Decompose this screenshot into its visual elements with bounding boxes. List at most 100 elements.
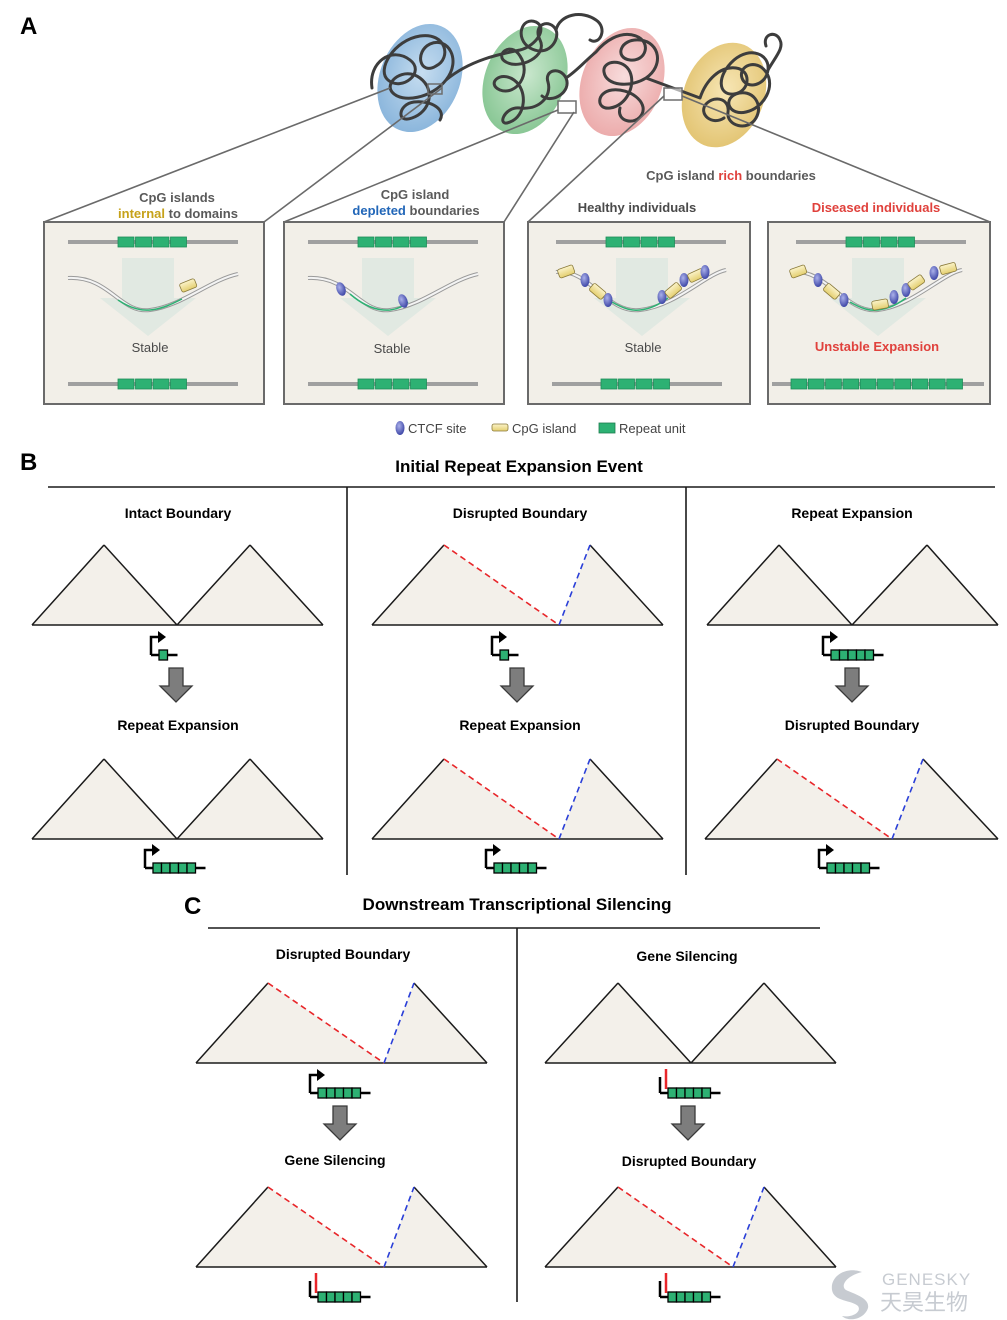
cpg-island	[179, 278, 198, 293]
tad-edge	[763, 982, 837, 1064]
tad-edge	[589, 544, 664, 626]
disrupted-edge-red	[267, 982, 385, 1064]
tad-edge	[249, 758, 324, 840]
promoter-arrowhead-icon	[152, 844, 160, 856]
legend: CTCF site CpG island Repeat unit	[395, 421, 686, 436]
panel-b-column-1: Intact Boundary Repeat Expansion	[31, 505, 324, 874]
gene-promoter	[308, 1069, 371, 1099]
repeat-unit	[152, 862, 163, 874]
tad-right	[177, 545, 323, 625]
ctcf-site	[398, 294, 408, 308]
repeat-row-bottom	[357, 378, 427, 390]
tad-pair	[371, 544, 664, 626]
repeat-unit	[317, 1291, 328, 1303]
tad-edge	[763, 1186, 837, 1268]
legend-ctcf-icon	[395, 421, 405, 435]
tad-right	[892, 759, 998, 839]
repeat-unit	[351, 1291, 362, 1303]
watermark: GENESKY 天昊生物	[831, 1270, 970, 1320]
arrow-shape	[158, 667, 194, 703]
disrupted-edge-blue	[383, 982, 415, 1064]
tad-edge	[31, 544, 105, 626]
arrow-shape	[670, 1105, 706, 1141]
tad-edge	[103, 758, 178, 840]
panel-c-title: Downstream Transcriptional Silencing	[363, 895, 672, 914]
repeat-unit	[843, 862, 854, 874]
disrupted-edge-blue	[891, 758, 924, 840]
box-diseased: Unstable Expansion	[767, 221, 991, 405]
column-bottom-label: Repeat Expansion	[459, 717, 580, 733]
boundary-box-2	[663, 87, 683, 101]
internal-heading-line1: CpG islands	[139, 190, 215, 205]
column-bottom-label: Disrupted Boundary	[785, 717, 920, 733]
repeat-unit	[342, 1087, 353, 1099]
tad-right	[177, 759, 323, 839]
repeat-unit	[845, 236, 863, 248]
repeat-unit	[692, 1087, 703, 1099]
disrupted-edge-blue	[558, 758, 591, 840]
legend-cpg-label: CpG island	[512, 421, 576, 436]
promoter-arrow-icon	[821, 635, 831, 655]
column-top-label: Intact Boundary	[125, 505, 232, 521]
legend-repeat-icon	[598, 422, 616, 434]
repeat-unit	[692, 1291, 703, 1303]
repeat-row-bottom	[600, 378, 670, 390]
tad-left	[545, 983, 691, 1063]
tad-edge	[690, 982, 765, 1064]
repeat-unit	[152, 378, 170, 390]
repeat-unit	[170, 378, 187, 390]
promoter-arrow-icon	[484, 848, 494, 868]
repeat-row-expanded	[790, 378, 963, 390]
column-bottom-label: Gene Silencing	[284, 1152, 385, 1168]
repeat-unit	[501, 862, 512, 874]
chromatin-fiber	[370, 19, 772, 128]
repeat-row-top	[117, 236, 187, 248]
legend-repeat-label: Repeat unit	[619, 421, 686, 436]
repeat-unit	[510, 862, 521, 874]
repeat-unit	[838, 649, 849, 661]
arrow-shape	[322, 1105, 358, 1141]
repeat-row-top	[845, 236, 915, 248]
tad-left	[196, 983, 384, 1063]
tad-right	[733, 1187, 836, 1267]
repeat-unit	[152, 236, 170, 248]
tad-edge	[544, 1186, 619, 1268]
repeat-unit	[911, 378, 929, 390]
repeat-unit	[392, 236, 410, 248]
repeat-unit	[334, 1291, 345, 1303]
disrupted-edge-blue	[383, 1186, 415, 1268]
tad-pair	[195, 982, 488, 1064]
stable-label: Stable	[374, 341, 411, 356]
repeat-unit	[684, 1291, 695, 1303]
repeat-unit	[658, 236, 675, 248]
panel-c-column-1: Disrupted Boundary Gene Silencing	[195, 946, 488, 1303]
down-arrow-icon	[499, 667, 535, 703]
repeat-unit	[527, 862, 538, 874]
repeat-unit	[410, 236, 427, 248]
diseased-heading: Diseased individuals	[812, 200, 941, 215]
promoter-arrowhead-icon	[158, 631, 166, 643]
internal-heading-line2: internal to domains	[118, 206, 238, 221]
repeat-row-bottom	[117, 378, 187, 390]
stable-label: Stable	[625, 340, 662, 355]
repeat-unit	[623, 236, 640, 248]
disrupted-edge-blue	[732, 1186, 765, 1268]
repeat-unit	[929, 378, 946, 390]
repeat-unit	[325, 1291, 336, 1303]
tad-left	[196, 1187, 384, 1267]
repeat-unit	[877, 378, 894, 390]
boundary-box-1	[557, 100, 577, 114]
repeat-unit	[851, 862, 862, 874]
legend-ctcf-label: CTCF site	[408, 421, 467, 436]
repeat-unit	[667, 1291, 678, 1303]
depleted-heading-line2: depleted boundaries	[352, 203, 479, 218]
tad-pair	[31, 758, 324, 840]
repeat-unit	[834, 862, 845, 874]
arrow-shape	[499, 667, 535, 703]
promoter-arrowhead-icon	[830, 631, 838, 643]
legend-cpg-icon	[491, 423, 509, 432]
gene-promoter	[817, 844, 880, 874]
repeat-row-top	[357, 236, 427, 248]
box-healthy: Stable	[527, 221, 751, 405]
